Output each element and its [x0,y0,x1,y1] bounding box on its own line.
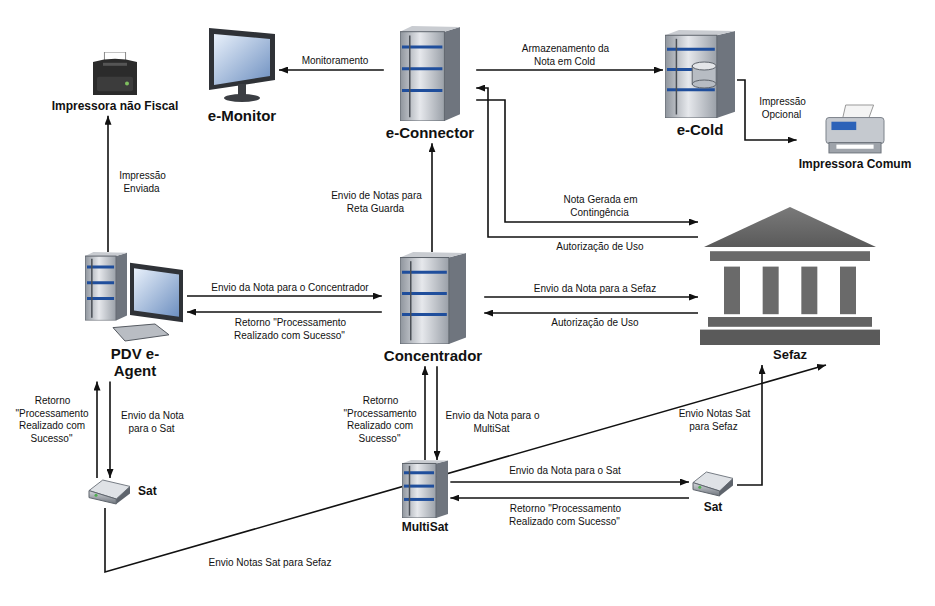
edge-label-box: Retorno "Processamento Realizado com Suc… [498,503,633,528]
edge-label: Envio da Nota para o Concentrador [210,282,369,293]
edge-label: Retorno "Processamento Realizado com Suc… [509,503,621,527]
node-icon [824,103,886,155]
edge-label-box: Envio da Nota para o Sat [116,410,188,435]
edge-label-box: Envio da Nota para a Sefaz [515,283,675,296]
edge-label-box: Retorno "Processamento Realizado com Suc… [11,395,93,445]
system-node: e-Connector [384,26,476,143]
system-node: Sat [689,470,737,517]
flow-arrow [476,100,698,222]
node-label: Impressora Comum [799,158,912,172]
node-label: Concentrador [384,347,482,364]
flow-arrow [424,366,426,460]
edge-label-box: Envio Notas Sat para Sefaz [673,408,755,433]
edge-label: Envio Notas Sat para Sefaz [208,557,333,568]
node-icon [87,478,132,506]
system-node: Sefaz [698,205,882,365]
edge-label-box: Armazenamento da Nota em Cold [515,43,615,68]
flow-arrow [737,365,762,485]
edge-label: Armazenamento da Nota em Cold [521,43,609,67]
edge-label: Envio de Notas para Reta Guarda [330,190,422,214]
edge-label: Autorização de Uso [555,241,644,252]
edge-label: Envio da Nota para o Sat [508,465,622,476]
system-node: Concentrador [382,252,484,366]
flow-arrow [279,69,384,71]
node-label: Impressora não Fiscal [52,100,179,114]
flow-arrow [109,382,111,479]
edge-label: Impressão Opcional [758,96,806,120]
edge-label: Envio da Nota para a Sefaz [533,283,657,294]
edge-label: Envio da Nota para o Sat [120,410,184,434]
flow-arrow [107,116,109,252]
edge-label-box: Monitoramento [290,55,380,68]
node-icon [85,252,185,342]
flow-arrow [187,295,382,297]
flow-arrow [431,143,433,252]
flow-arrow [450,497,689,499]
edge-label: Nota Gerada em Contingência [563,194,638,218]
node-icon [691,470,735,498]
edge-label-box: Envio de Notas para Reta Guarda [327,190,425,215]
edge-label: Retorno "Processamento Realizado com Suc… [234,317,346,341]
node-label: e-Cold [677,121,724,138]
flow-arrow [436,366,438,460]
edge-label-box: Envio da Nota para o Sat [485,465,645,478]
edge-label-box: Autorização de Uso [535,317,655,330]
edge-label: Autorização de Uso [550,317,639,328]
flow-arrow [450,481,689,483]
node-icon [402,460,448,518]
flow-arrow [96,382,98,479]
edge-label-box: Envio da Nota para o Concentrador [195,282,385,295]
edge-label: Impressão Enviada [118,170,166,194]
node-label: e-Connector [386,124,474,141]
node-label: Sat [704,501,723,515]
system-node: e-Monitor [205,26,279,126]
edge-label-box: Envio da Nota para o MultiSat [442,410,542,435]
node-label: Sat [138,485,157,499]
flow-arrow [476,69,663,71]
edge-label: Monitoramento [301,55,370,66]
flow-arrow [484,312,698,314]
node-icon [665,30,735,118]
edge-label-box: Retorno "Processamento Realizado com Suc… [223,317,358,342]
node-icon [700,205,880,345]
system-node: MultiSat [400,460,451,537]
node-label: PDV e-Agent [103,345,167,380]
edge-label: Retorno "Processamento Realizado com Suc… [15,395,88,444]
system-node: Sat [85,478,159,508]
node-icon [400,252,466,344]
edge-label: Envio Notas Sat para Sefaz [678,408,751,432]
node-icon [400,26,460,121]
node-icon [91,52,139,97]
node-label: Sefaz [773,348,807,363]
flow-arrow [187,311,382,313]
edge-label-box: Impressão Enviada [112,170,172,195]
node-icon [207,26,277,104]
node-label: e-Monitor [208,107,276,124]
edge-label-box: Impressão Opcional [753,96,811,121]
flow-arrow [105,365,826,572]
system-node: PDV e-Agent [83,252,187,382]
edge-label-box: Nota Gerada em Contingência [554,194,646,219]
flow-arrow [484,296,698,298]
node-label: MultiSat [402,521,449,535]
edge-label: Envio da Nota para o MultiSat [445,410,540,434]
system-node: Impressora Comum [797,103,914,174]
edge-label-box: Retorno "Processamento Realizado com Suc… [339,395,421,445]
system-node: e-Cold [663,30,737,140]
system-node: Impressora não Fiscal [50,52,181,116]
edge-label-box: Envio Notas Sat para Sefaz [185,557,355,570]
edge-label: Retorno "Processamento Realizado com Suc… [343,395,416,444]
edge-label-box: Autorização de Uso [540,241,660,254]
